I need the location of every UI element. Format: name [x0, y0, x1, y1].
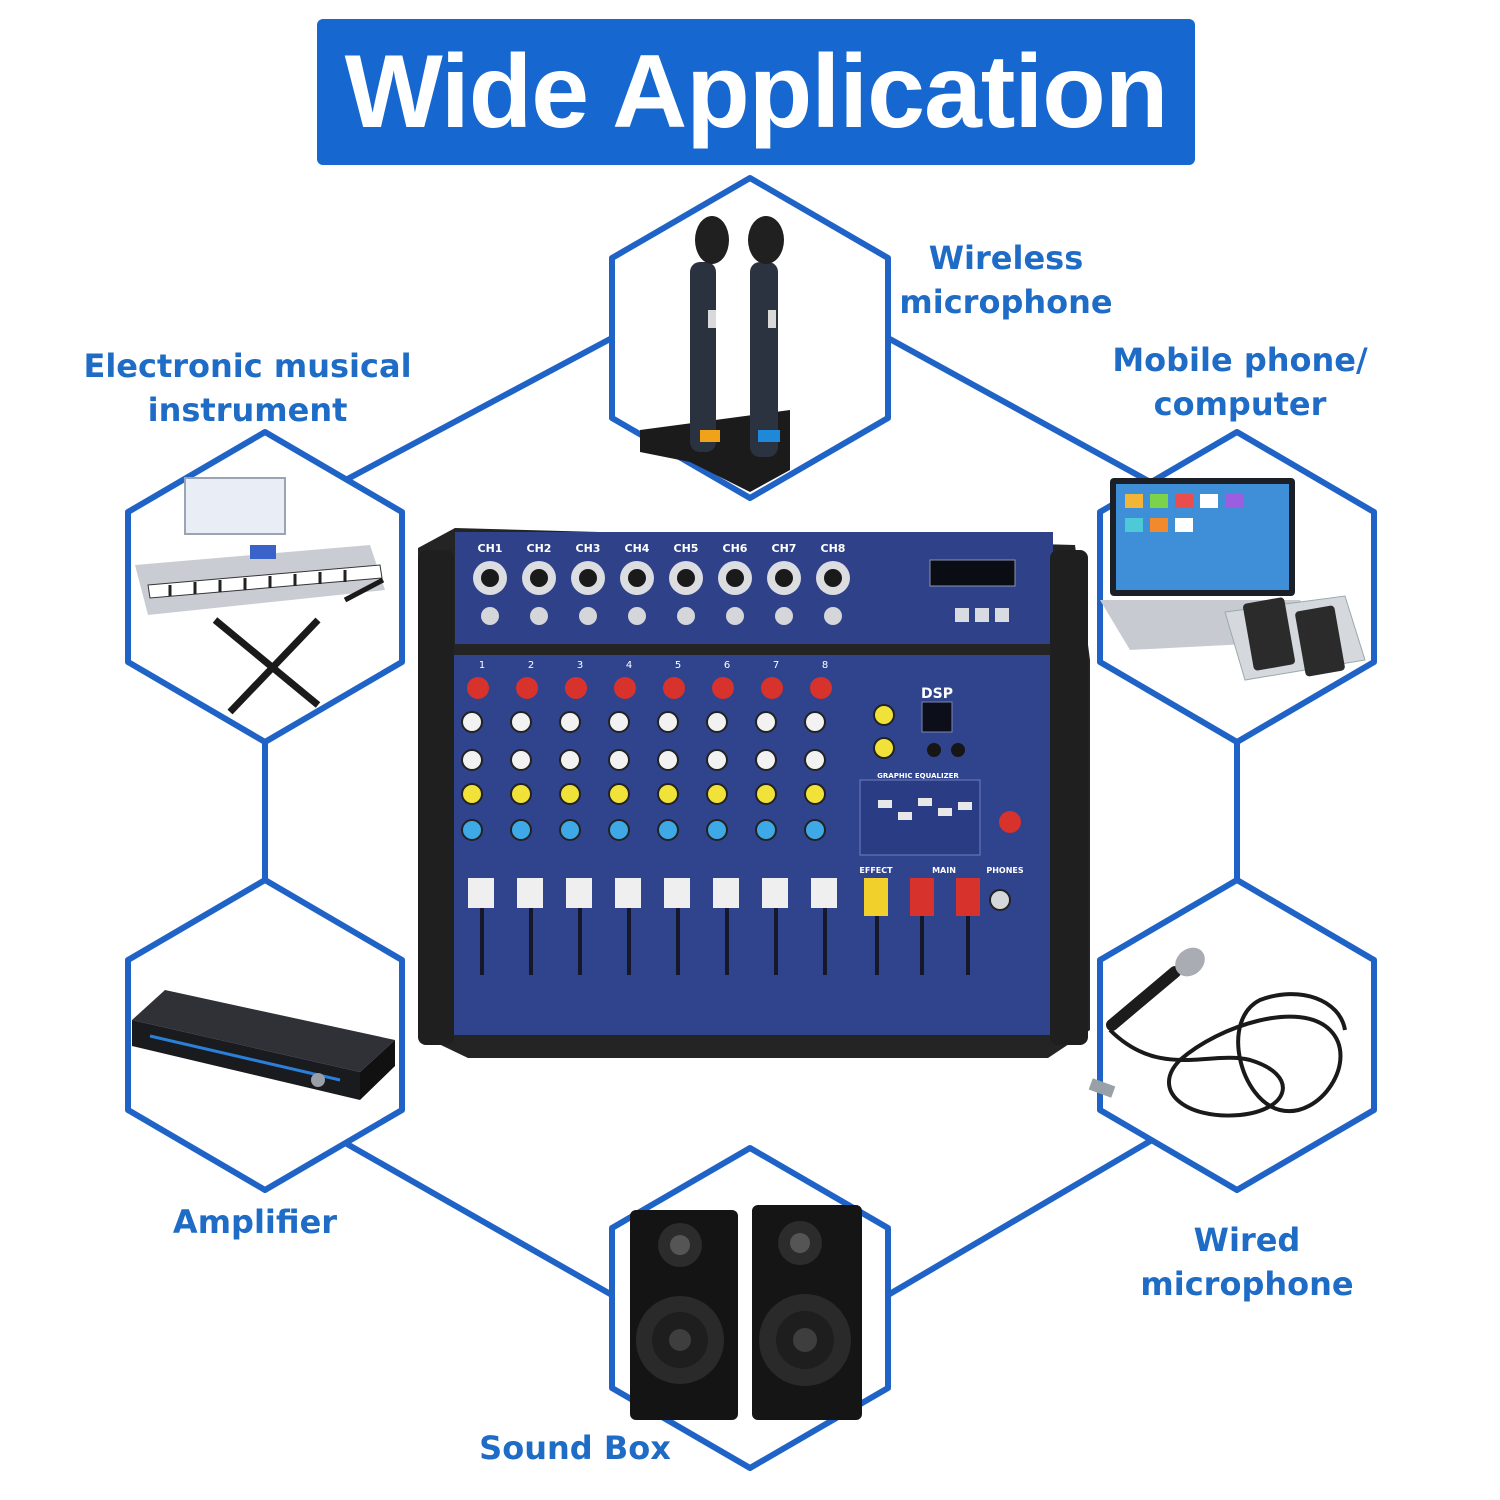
mixer-effect-label: EFFECT: [859, 866, 893, 875]
mixer-ch6-label: CH6: [723, 542, 748, 555]
mixer-input-labels: CH1 CH2 CH3 CH4 CH5 CH6 CH7 CH8: [478, 542, 846, 555]
sound-box-image: [630, 1205, 862, 1420]
label-wired-microphone-line1: Wired microphone: [1140, 1221, 1354, 1303]
mixer-ch8-label: CH8: [821, 542, 846, 555]
mixer-knob-rows: [461, 677, 832, 841]
label-mobile-phone-computer-line2: computer: [1153, 385, 1327, 423]
mixer-strip-3: 3: [577, 660, 583, 671]
mixer-phones-label: PHONES: [986, 866, 1024, 875]
mixer-ch4-label: CH4: [625, 542, 650, 555]
label-electronic-musical-instrument: Electronic musical instrument: [80, 344, 415, 432]
mixer-faders: [468, 878, 980, 975]
wired-microphone-image: [1088, 947, 1347, 1118]
title-banner: Wide Application: [317, 19, 1195, 165]
label-wireless-microphone: Wireless microphone: [896, 236, 1116, 324]
label-wired-microphone: Wired microphone: [1082, 1218, 1412, 1306]
mixer-ch2-label: CH2: [527, 542, 552, 555]
label-sound-box: Sound Box: [470, 1426, 680, 1470]
label-wireless-microphone-line2: microphone: [899, 283, 1113, 321]
mixer-main-label: MAIN: [932, 866, 956, 875]
mixer-ch3-label: CH3: [576, 542, 601, 555]
mixer-strip-numbers: 1 2 3 4 5 6 7 8: [479, 660, 828, 671]
mixer-strip-4: 4: [626, 660, 632, 671]
label-sound-box-line1: Sound Box: [479, 1429, 671, 1467]
mixer-dsp-label: DSP: [921, 686, 953, 702]
wireless-microphones-image: [640, 216, 790, 492]
laptop-phone-image: [1100, 478, 1366, 681]
mixer-ch5-label: CH5: [674, 542, 699, 555]
mixer-graphic-eq-label: GRAPHIC EQUALIZER: [877, 772, 959, 780]
label-amplifier: Amplifier: [150, 1200, 360, 1244]
mixer-master-labels: DSP GRAPHIC EQUALIZER EFFECT MAIN PHONES: [859, 686, 1023, 875]
mixer-ch1-label: CH1: [478, 542, 503, 555]
mixer-strip-5: 5: [675, 660, 681, 671]
electronic-keyboard-image: [135, 477, 385, 715]
label-mobile-phone-computer: Mobile phone/ computer: [1105, 338, 1375, 426]
mixer-strip-2: 2: [528, 660, 534, 671]
label-amplifier-line1: Amplifier: [172, 1203, 338, 1241]
label-electronic-musical-instrument-line1: Electronic musical: [83, 347, 412, 385]
page-title: Wide Application: [344, 34, 1169, 150]
mixer-ch7-label: CH7: [772, 542, 797, 555]
label-mobile-phone-computer-line1: Mobile phone/: [1112, 341, 1368, 379]
label-electronic-musical-instrument-line2: instrument: [147, 391, 348, 429]
mixer-line-jacks: [481, 607, 842, 625]
mixer-xlr-inputs: [473, 561, 850, 595]
mixer-strip-8: 8: [822, 660, 828, 671]
mixer-strip-7: 7: [773, 660, 779, 671]
mixer-strip-6: 6: [724, 660, 730, 671]
amplifier-image: [132, 990, 395, 1100]
connector-lines: [262, 335, 1240, 1298]
mixer-image: CH1 CH2 CH3 CH4 CH5 CH6 CH7 CH8: [418, 528, 1090, 1058]
label-wireless-microphone-line1: Wireless: [928, 239, 1084, 277]
mixer-strip-1: 1: [479, 660, 485, 671]
